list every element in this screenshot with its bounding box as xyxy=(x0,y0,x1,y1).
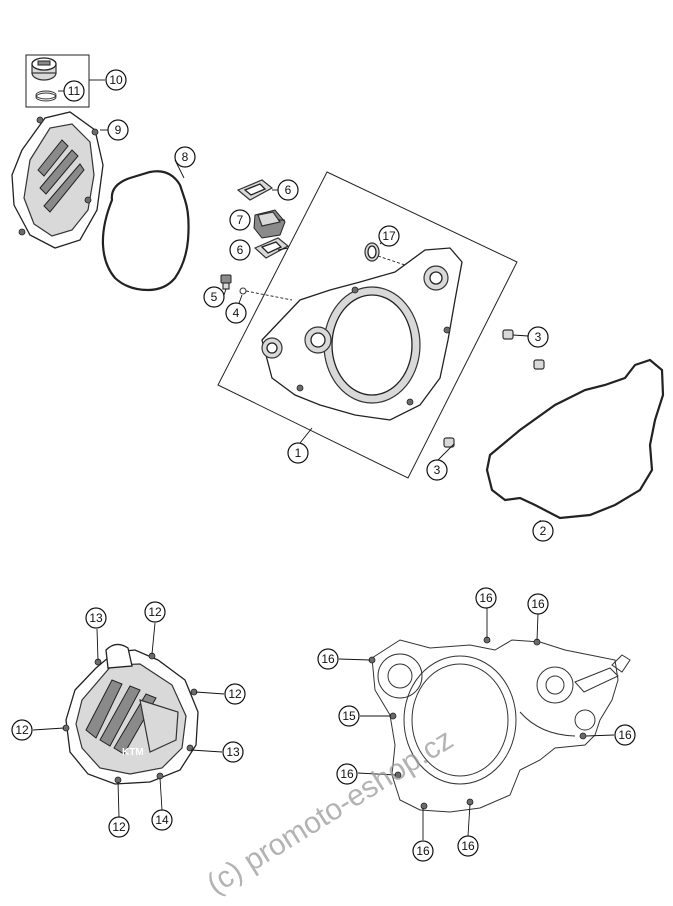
svg-text:6: 6 xyxy=(237,243,244,257)
svg-text:5: 5 xyxy=(211,290,218,304)
callout-16-top-left: 16 xyxy=(475,587,497,609)
cover-ribs xyxy=(37,139,85,213)
oil-filler-plug-group xyxy=(25,54,105,108)
svg-text:16: 16 xyxy=(461,839,475,853)
callout-16-lower-left: 16 xyxy=(336,763,358,785)
sealing-washer xyxy=(239,287,247,295)
callout-17: 17 xyxy=(378,225,400,247)
inner-cover-gasket xyxy=(485,358,665,520)
shaft-seal-ring xyxy=(364,242,380,262)
callout-12-right: 12 xyxy=(224,683,246,705)
callout-9: 9 xyxy=(107,119,129,141)
svg-text:3: 3 xyxy=(535,330,542,344)
svg-text:9: 9 xyxy=(115,123,122,137)
clutch-cover-outer xyxy=(11,111,104,249)
svg-text:16: 16 xyxy=(479,591,493,605)
svg-text:11: 11 xyxy=(68,84,81,98)
plug-group-frame xyxy=(25,54,90,108)
svg-text:6: 6 xyxy=(285,183,292,197)
svg-text:16: 16 xyxy=(531,597,545,611)
callout-16-left: 16 xyxy=(317,648,339,670)
svg-text:15: 15 xyxy=(342,709,356,723)
callout-15: 15 xyxy=(338,705,360,727)
svg-text:12: 12 xyxy=(148,605,162,619)
outer-cover-gasket xyxy=(101,170,190,292)
logo-mark: KTM xyxy=(122,747,144,758)
drain-screw xyxy=(220,274,232,290)
svg-text:16: 16 xyxy=(321,652,335,666)
callout-14: 14 xyxy=(151,809,173,831)
callout-16-bottom-left: 16 xyxy=(412,840,434,862)
svg-text:10: 10 xyxy=(109,73,123,87)
svg-text:12: 12 xyxy=(112,820,126,834)
callout-12-left: 12 xyxy=(11,719,33,741)
callout-10: 10 xyxy=(105,69,127,91)
svg-text:1: 1 xyxy=(295,446,302,460)
callout-16-top-right: 16 xyxy=(527,593,549,615)
callout-5: 5 xyxy=(203,286,225,308)
callout-7: 7 xyxy=(229,209,251,231)
callout-6-lower: 6 xyxy=(229,239,251,261)
callout-16-bottom-right: 16 xyxy=(457,835,479,857)
dowel-pins xyxy=(443,329,545,448)
callout-16-right: 16 xyxy=(614,724,636,746)
svg-text:13: 13 xyxy=(226,745,240,759)
callout-2: 2 xyxy=(532,520,554,542)
outer-cover-bolt-view: KTM xyxy=(62,643,199,785)
oil-filler-plug xyxy=(31,57,57,81)
o-ring-small xyxy=(35,90,57,102)
svg-text:14: 14 xyxy=(155,813,169,827)
callout-13-top: 13 xyxy=(85,607,107,629)
inspection-gasket-bottom xyxy=(253,237,290,259)
svg-text:12: 12 xyxy=(15,723,29,737)
inner-clutch-cover xyxy=(261,247,463,421)
svg-text:16: 16 xyxy=(416,844,430,858)
callout-12-top: 12 xyxy=(144,601,166,623)
cover-assembly-frame xyxy=(217,171,518,479)
callout-11: 11 xyxy=(63,80,85,102)
callout-6-upper: 6 xyxy=(277,179,299,201)
svg-text:12: 12 xyxy=(228,687,242,701)
inspection-plug xyxy=(253,209,286,239)
inner-cover-bolt-view xyxy=(368,636,631,813)
svg-text:8: 8 xyxy=(182,150,189,164)
svg-text:17: 17 xyxy=(382,229,396,243)
svg-text:7: 7 xyxy=(237,213,244,227)
inspection-gasket-top xyxy=(236,179,274,201)
callout-4: 4 xyxy=(225,302,247,324)
callout-12-bottom: 12 xyxy=(108,816,130,838)
svg-text:13: 13 xyxy=(89,611,103,625)
callout-13-right: 13 xyxy=(222,741,244,763)
svg-text:16: 16 xyxy=(340,767,354,781)
svg-text:3: 3 xyxy=(434,463,441,477)
svg-text:16: 16 xyxy=(618,728,632,742)
callout-8: 8 xyxy=(174,146,196,168)
callout-1: 1 xyxy=(287,442,309,464)
svg-text:2: 2 xyxy=(540,524,547,538)
callout-3-upper: 3 xyxy=(527,326,549,348)
svg-text:4: 4 xyxy=(233,306,240,320)
cover-fins xyxy=(85,679,179,755)
callout-3-lower: 3 xyxy=(426,459,448,481)
